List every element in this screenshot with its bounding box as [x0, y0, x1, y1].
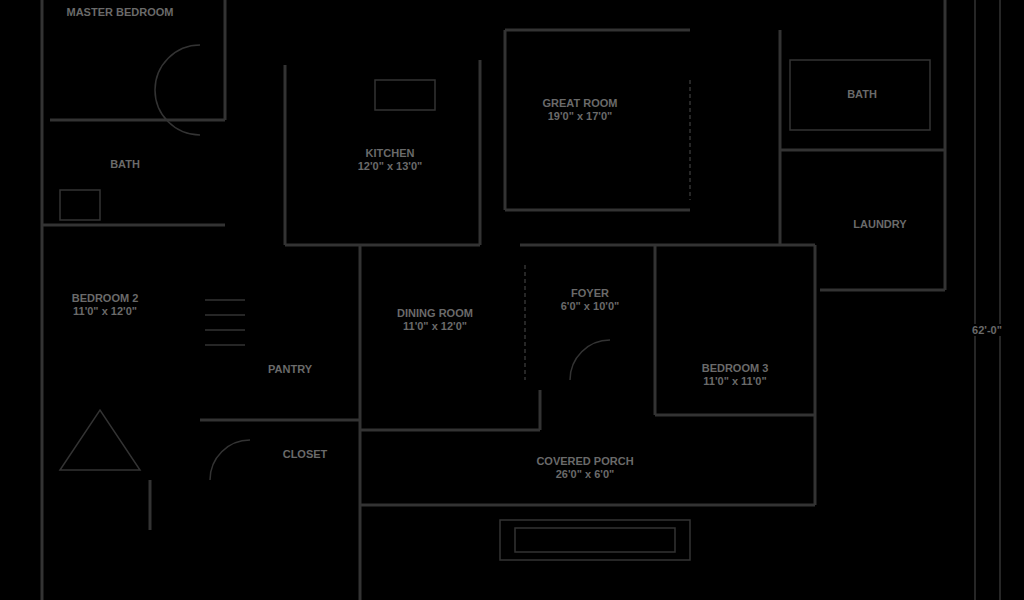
room-dimension: 6'0" x 10'0"	[561, 300, 619, 313]
room-label: BATH	[106, 156, 144, 173]
room-name: FOYER	[561, 287, 619, 300]
room-name: GREAT ROOM	[543, 97, 618, 110]
room-name: PANTRY	[268, 363, 312, 376]
room-name: BEDROOM 2	[72, 292, 139, 305]
room-dimension: 26'0" x 6'0"	[536, 468, 633, 481]
room-name: DINING ROOM	[397, 307, 473, 320]
room-label: BEDROOM 211'0" x 12'0"	[68, 290, 143, 320]
room-dimension: 19'0" x 17'0"	[543, 110, 618, 123]
room-label: BEDROOM 311'0" x 11'0"	[698, 360, 773, 390]
room-dimension: 11'0" x 12'0"	[72, 305, 139, 318]
room-label: LAUNDRY	[849, 216, 910, 233]
room-dimension: 12'0" x 13'0"	[358, 160, 423, 173]
room-name: BATH	[110, 158, 140, 171]
room-dimension: 11'0" x 12'0"	[397, 320, 473, 333]
room-name: LAUNDRY	[853, 218, 906, 231]
room-name: BATH	[847, 88, 877, 101]
room-name: MASTER BEDROOM	[67, 6, 174, 19]
room-label: GREAT ROOM19'0" x 17'0"	[539, 95, 622, 125]
room-label: DINING ROOM11'0" x 12'0"	[393, 305, 477, 335]
room-name: BEDROOM 3	[702, 362, 769, 375]
room-name: KITCHEN	[358, 147, 423, 160]
room-name: CLOSET	[283, 448, 328, 461]
room-label: PANTRY	[264, 361, 316, 378]
room-label: CLOSET	[279, 446, 332, 463]
room-label: KITCHEN12'0" x 13'0"	[354, 145, 427, 175]
room-label: MASTER BEDROOM	[63, 4, 178, 21]
room-label: FOYER6'0" x 10'0"	[557, 285, 623, 315]
room-label: BATH	[843, 86, 881, 103]
room-name: COVERED PORCH	[536, 455, 633, 468]
dimension-label: 62'-0"	[972, 324, 1002, 336]
room-label: COVERED PORCH26'0" x 6'0"	[532, 453, 637, 483]
room-dimension: 11'0" x 11'0"	[702, 375, 769, 388]
